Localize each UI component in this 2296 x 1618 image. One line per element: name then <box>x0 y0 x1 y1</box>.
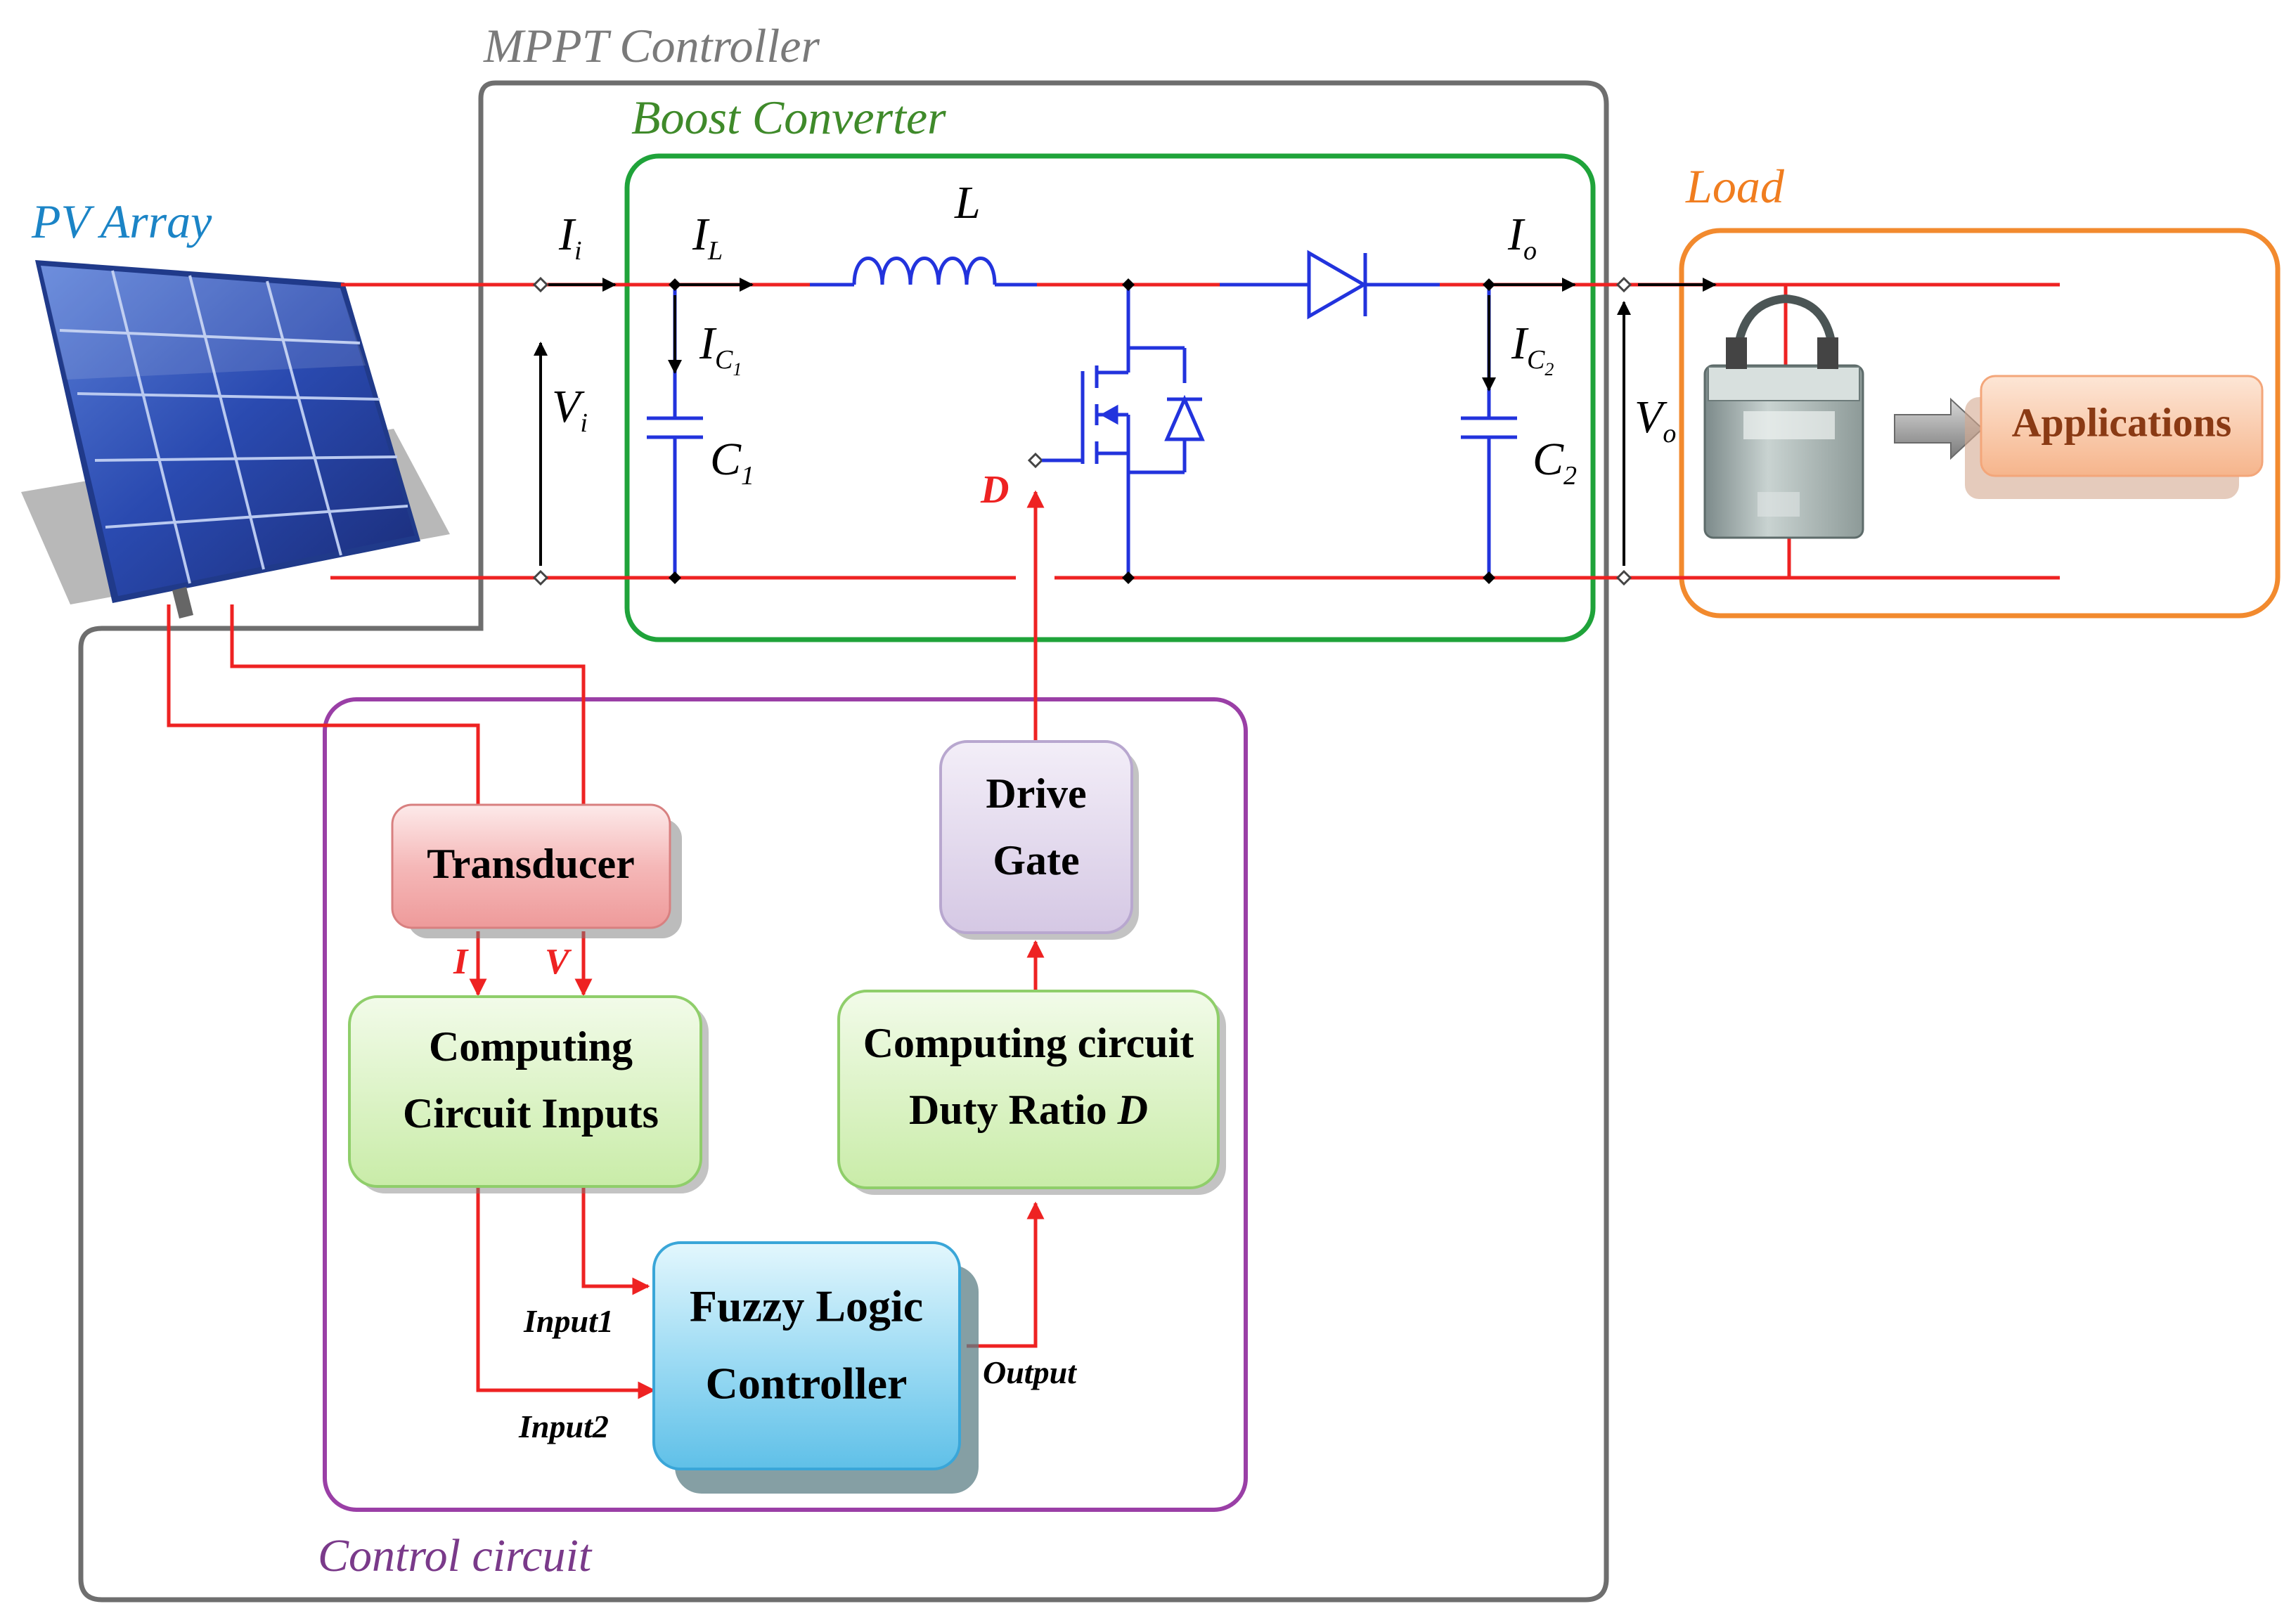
fuzzy-line1: Fuzzy Logic <box>690 1281 923 1331</box>
control-circuit-title: Control circuit <box>318 1530 593 1581</box>
fuzzy-line2: Controller <box>706 1359 908 1409</box>
boost-converter-title: Boost Converter <box>631 91 946 144</box>
computing-inputs-block: Computing Circuit Inputs <box>348 995 709 1193</box>
signal-d: D <box>980 468 1009 512</box>
battery-icon <box>1703 285 1864 578</box>
signal-input2: Input2 <box>518 1409 609 1444</box>
label-io: Io <box>1507 209 1537 266</box>
computing-duty-line1: Computing circuit <box>863 1020 1194 1066</box>
control-wires <box>469 490 1045 1399</box>
signal-v: V <box>545 942 572 982</box>
load-frame <box>1679 228 2281 619</box>
computing-inputs-line2: Circuit Inputs <box>403 1090 659 1137</box>
pv-array-title: PV Array <box>31 195 212 248</box>
load-title: Load <box>1685 160 1785 213</box>
applications-block: Applications <box>1965 375 2264 499</box>
power-wires <box>167 283 2060 807</box>
measurement-arrows <box>534 278 1717 566</box>
boost-converter-frame <box>624 153 1596 642</box>
signal-i: I <box>453 942 469 982</box>
label-il: IL <box>692 209 723 266</box>
computing-inputs-line1: Computing <box>429 1023 633 1070</box>
label-ii: Ii <box>558 209 582 266</box>
drive-gate-block: Drive Gate <box>939 740 1139 940</box>
label-ic2: IC2 <box>1511 318 1554 380</box>
label-vi: Vi <box>552 381 588 438</box>
computing-duty-block: Computing circuit Duty Ratio D <box>837 990 1226 1195</box>
junction-dots <box>669 278 1495 584</box>
transducer-block: Transducer <box>391 803 682 938</box>
mppt-controller-title: MPPT Controller <box>483 19 820 72</box>
mppt-controller-frame <box>78 80 1609 1603</box>
label-l: L <box>954 177 981 228</box>
drive-gate-line1: Drive <box>986 770 1086 817</box>
signal-output: Output <box>983 1354 1077 1390</box>
label-ic1: IC1 <box>699 318 742 380</box>
transducer-label: Transducer <box>427 841 635 887</box>
signal-input1: Input1 <box>523 1303 614 1339</box>
terminals <box>532 276 1632 586</box>
label-c2: C2 <box>1533 434 1577 491</box>
applications-label: Applications <box>2012 399 2232 445</box>
fuzzy-controller-block: Fuzzy Logic Controller <box>652 1241 979 1494</box>
label-vo: Vo <box>1634 391 1676 448</box>
label-c1: C1 <box>710 434 754 491</box>
computing-duty-line2: Duty Ratio D <box>909 1087 1148 1133</box>
pv-panel-icon <box>21 260 450 619</box>
boost-components <box>647 250 1517 578</box>
control-circuit-frame <box>323 697 1248 1512</box>
drive-gate-line2: Gate <box>993 837 1079 884</box>
